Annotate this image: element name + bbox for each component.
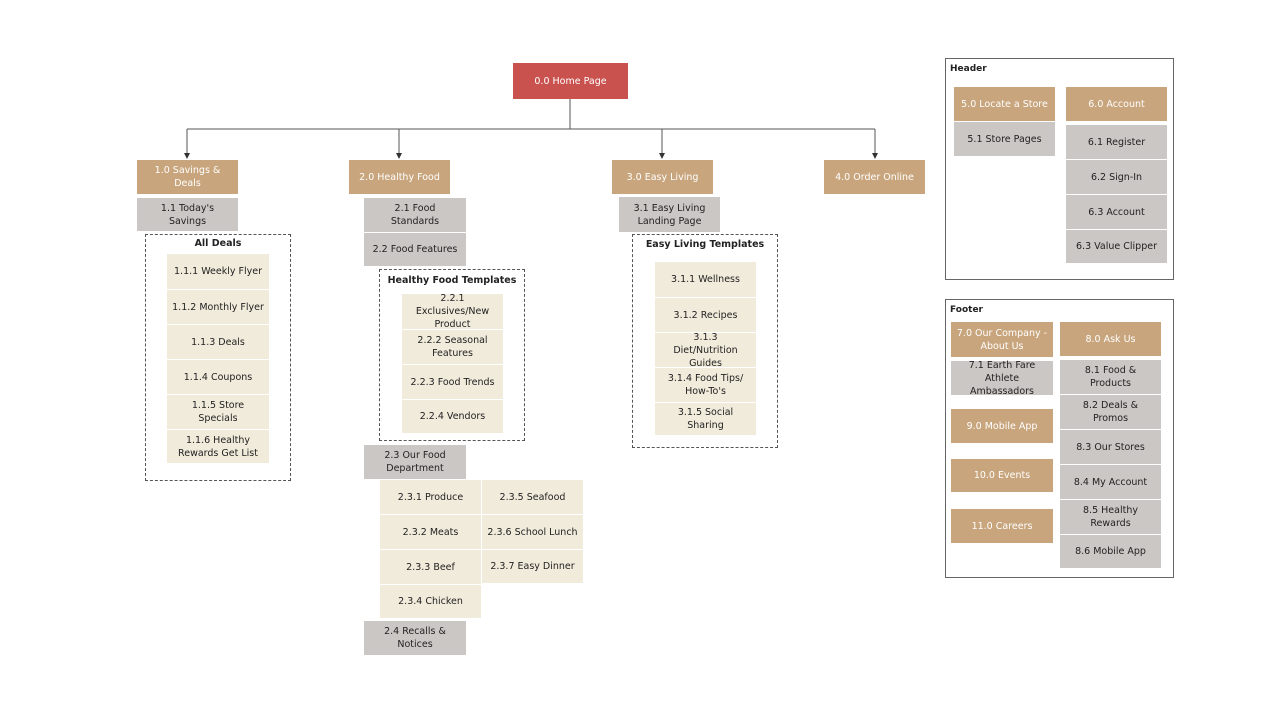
ask-us-item[interactable]: 8.6 Mobile App xyxy=(1060,534,1161,568)
department-item[interactable]: 2.3.4 Chicken xyxy=(380,584,481,618)
healthy-food-templates-heading: Healthy Food Templates xyxy=(387,275,517,286)
easy-template-item[interactable]: 3.1.1 Wellness xyxy=(655,262,756,297)
our-company-node[interactable]: 7.0 Our Company - About Us xyxy=(951,322,1053,357)
department-item[interactable]: 2.3.7 Easy Dinner xyxy=(482,549,583,583)
food-standards-node[interactable]: 2.1 Food Standards xyxy=(364,198,466,232)
deal-item[interactable]: 1.1.5 Store Specials xyxy=(167,394,269,429)
deal-item[interactable]: 1.1.3 Deals xyxy=(167,324,269,359)
healthy-template-item[interactable]: 2.2.3 Food Trends xyxy=(402,364,503,399)
department-item[interactable]: 2.3.3 Beef xyxy=(380,549,481,584)
ask-us-item[interactable]: 8.2 Deals & Promos xyxy=(1060,394,1161,429)
ask-us-node[interactable]: 8.0 Ask Us xyxy=(1060,322,1161,356)
locate-store-node[interactable]: 5.0 Locate a Store xyxy=(954,87,1055,121)
healthy-food-templates-group xyxy=(379,269,525,441)
ask-us-item[interactable]: 8.5 Healthy Rewards xyxy=(1060,499,1161,534)
all-deals-heading: All Deals xyxy=(194,238,242,249)
easy-template-item[interactable]: 3.1.3 Diet/Nutrition Guides xyxy=(655,332,756,369)
easy-living-node[interactable]: 3.0 Easy Living xyxy=(612,160,713,194)
department-item[interactable]: 2.3.1 Produce xyxy=(380,480,481,514)
ask-us-item[interactable]: 8.1 Food & Products xyxy=(1060,360,1161,394)
easy-living-templates-group xyxy=(632,234,778,448)
account-item[interactable]: 6.1 Register xyxy=(1066,125,1167,159)
department-item[interactable]: 2.3.6 School Lunch xyxy=(482,514,583,549)
deal-item[interactable]: 1.1.6 Healthy Rewards Get List xyxy=(167,429,269,463)
food-features-node[interactable]: 2.2 Food Features xyxy=(364,232,466,266)
store-pages-node[interactable]: 5.1 Store Pages xyxy=(954,122,1055,156)
all-deals-group xyxy=(145,234,291,481)
order-online-node[interactable]: 4.0 Order Online xyxy=(824,160,925,194)
careers-node[interactable]: 11.0 Careers xyxy=(951,509,1053,543)
athlete-ambassadors-node[interactable]: 7.1 Earth Fare Athlete Ambassadors xyxy=(951,360,1053,397)
department-item[interactable]: 2.3.2 Meats xyxy=(380,514,481,549)
healthy-template-item[interactable]: 2.2.1 Exclusives/New Product xyxy=(402,293,503,330)
easy-template-item[interactable]: 3.1.2 Recipes xyxy=(655,297,756,332)
home-page-node[interactable]: 0.0 Home Page xyxy=(513,63,628,99)
easy-living-templates-heading: Easy Living Templates xyxy=(645,239,765,250)
easy-template-item[interactable]: 3.1.4 Food Tips/ How-To's xyxy=(655,367,756,402)
footer-panel-heading: Footer xyxy=(950,305,983,315)
mobile-app-node[interactable]: 9.0 Mobile App xyxy=(951,409,1053,443)
deal-item[interactable]: 1.1.1 Weekly Flyer xyxy=(167,254,269,289)
events-node[interactable]: 10.0 Events xyxy=(951,459,1053,492)
account-node[interactable]: 6.0 Account xyxy=(1066,87,1167,121)
healthy-template-item[interactable]: 2.2.4 Vendors xyxy=(402,399,503,433)
deal-item[interactable]: 1.1.2 Monthly Flyer xyxy=(167,289,269,324)
deal-item[interactable]: 1.1.4 Coupons xyxy=(167,359,269,394)
food-department-node[interactable]: 2.3 Our Food Department xyxy=(364,445,466,479)
healthy-food-node[interactable]: 2.0 Healthy Food xyxy=(349,160,450,194)
account-item[interactable]: 6.2 Sign-In xyxy=(1066,159,1167,194)
todays-savings-node[interactable]: 1.1 Today's Savings xyxy=(137,198,238,231)
recalls-notices-node[interactable]: 2.4 Recalls & Notices xyxy=(364,621,466,655)
account-item[interactable]: 6.3 Account xyxy=(1066,194,1167,229)
ask-us-item[interactable]: 8.3 Our Stores xyxy=(1060,429,1161,464)
header-panel-heading: Header xyxy=(950,64,987,74)
ask-us-item[interactable]: 8.4 My Account xyxy=(1060,464,1161,499)
easy-living-landing-node[interactable]: 3.1 Easy Living Landing Page xyxy=(619,197,720,232)
account-item[interactable]: 6.3 Value Clipper xyxy=(1066,229,1167,263)
savings-deals-node[interactable]: 1.0 Savings & Deals xyxy=(137,160,238,194)
department-item[interactable]: 2.3.5 Seafood xyxy=(482,480,583,514)
easy-template-item[interactable]: 3.1.5 Social Sharing xyxy=(655,402,756,435)
healthy-template-item[interactable]: 2.2.2 Seasonal Features xyxy=(402,329,503,364)
